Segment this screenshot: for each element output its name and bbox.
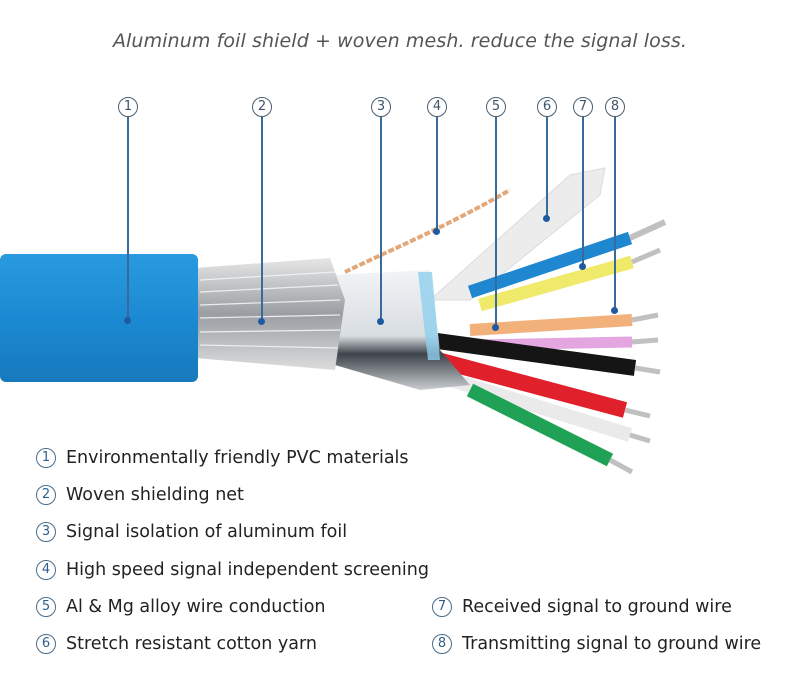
legend-item-5: 5 Al & Mg alloy wire conduction [36, 597, 326, 617]
callout-number: 1 [118, 97, 138, 117]
callout-number: 4 [427, 97, 447, 117]
legend-number: 4 [36, 560, 56, 580]
legend-number: 3 [36, 522, 56, 542]
legend-item-7: 7 Received signal to ground wire [432, 597, 732, 617]
copper-drain-wire [344, 188, 511, 274]
callout-number: 2 [252, 97, 272, 117]
legend-label: Woven shielding net [66, 485, 244, 505]
callout-number: 5 [486, 97, 506, 117]
callout-leader-line [495, 117, 497, 327]
legend-label: Stretch resistant cotton yarn [66, 634, 317, 654]
legend-number: 7 [432, 597, 452, 617]
callout-leader-line [127, 117, 129, 320]
legend-item-8: 8 Transmitting signal to ground wire [432, 634, 761, 654]
legend-item-1: 1 Environmentally friendly PVC materials [36, 448, 409, 468]
callout-dot [124, 317, 131, 324]
callout-leader-line [582, 117, 584, 266]
foil-tape [418, 272, 440, 360]
callout-number: 8 [605, 97, 625, 117]
legend-item-6: 6 Stretch resistant cotton yarn [36, 634, 317, 654]
woven-braid [195, 258, 345, 370]
legend-number: 2 [36, 485, 56, 505]
legend-number: 8 [432, 634, 452, 654]
legend-label: Environmentally friendly PVC materials [66, 448, 409, 468]
legend-item-4: 4 High speed signal independent screenin… [36, 560, 429, 580]
legend-label: Transmitting signal to ground wire [462, 634, 762, 654]
callout-dot [258, 318, 265, 325]
legend-label: Al & Mg alloy wire conduction [66, 597, 326, 617]
legend-item-2: 2 Woven shielding net [36, 485, 244, 505]
callout-number: 3 [371, 97, 391, 117]
legend-label: Signal isolation of aluminum foil [66, 522, 348, 542]
legend-number: 5 [36, 597, 56, 617]
pvc-jacket [0, 254, 198, 382]
callout-leader-line [546, 117, 548, 218]
callout-dot [579, 263, 586, 270]
callout-dot [377, 318, 384, 325]
callout-dot [492, 324, 499, 331]
inner-wires [427, 219, 667, 475]
callout-number: 6 [537, 97, 557, 117]
callout-leader-line [380, 117, 382, 321]
legend-number: 1 [36, 448, 56, 468]
legend-label: Received signal to ground wire [462, 597, 732, 617]
callout-dot [543, 215, 550, 222]
diagram-title: Aluminum foil shield + woven mesh. reduc… [112, 30, 688, 52]
callout-leader-line [436, 117, 438, 231]
callout-dot [611, 307, 618, 314]
callout-number: 7 [573, 97, 593, 117]
callout-leader-line [261, 117, 263, 321]
legend-item-3: 3 Signal isolation of aluminum foil [36, 522, 347, 542]
legend-number: 6 [36, 634, 56, 654]
callout-dot [433, 228, 440, 235]
callout-leader-line [614, 117, 616, 310]
legend-label: High speed signal independent screening [66, 560, 429, 580]
